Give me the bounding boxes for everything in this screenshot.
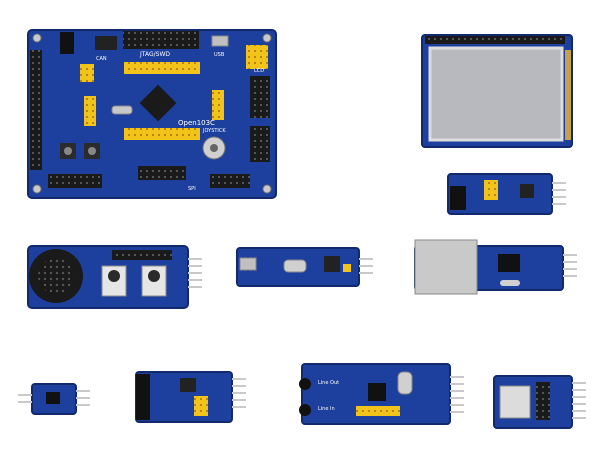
left-pin-header (30, 50, 42, 170)
can-label: CAN (96, 56, 107, 62)
sd-slot (499, 385, 531, 419)
spi-label: SPI (188, 186, 196, 192)
codec-chip (368, 383, 386, 401)
gpio-header-top (124, 62, 200, 74)
converter-module (135, 371, 246, 423)
buzzer-key-module (27, 245, 202, 309)
sd-card-module (493, 375, 586, 429)
usb-uart-module (236, 247, 373, 287)
model-label: Open103C (178, 119, 215, 127)
joystick-label: JOYSTICK (202, 128, 226, 134)
main-board: JTAG/SWD CAN USB Open103C JOYSTICK LCD (27, 29, 277, 199)
gpio-header-bottom (124, 128, 200, 140)
tiny-module (18, 383, 90, 415)
usb-label: USB (214, 52, 225, 58)
lcd-label: LCD (254, 68, 264, 74)
lcd-module (421, 34, 573, 148)
line-in-label: Line In (318, 406, 335, 412)
lcd-screen (428, 46, 564, 142)
mcu-chip (139, 84, 177, 122)
rj45-jack (414, 239, 478, 295)
line-out-label: Line Out (318, 380, 339, 386)
usb-port (211, 35, 229, 47)
jtag-label: JTAG/SWD (139, 51, 170, 58)
jtag-header (123, 31, 199, 49)
sensor-module (447, 173, 566, 215)
audio-module: Line Out Line In (299, 363, 464, 425)
ethernet-module (414, 239, 577, 295)
